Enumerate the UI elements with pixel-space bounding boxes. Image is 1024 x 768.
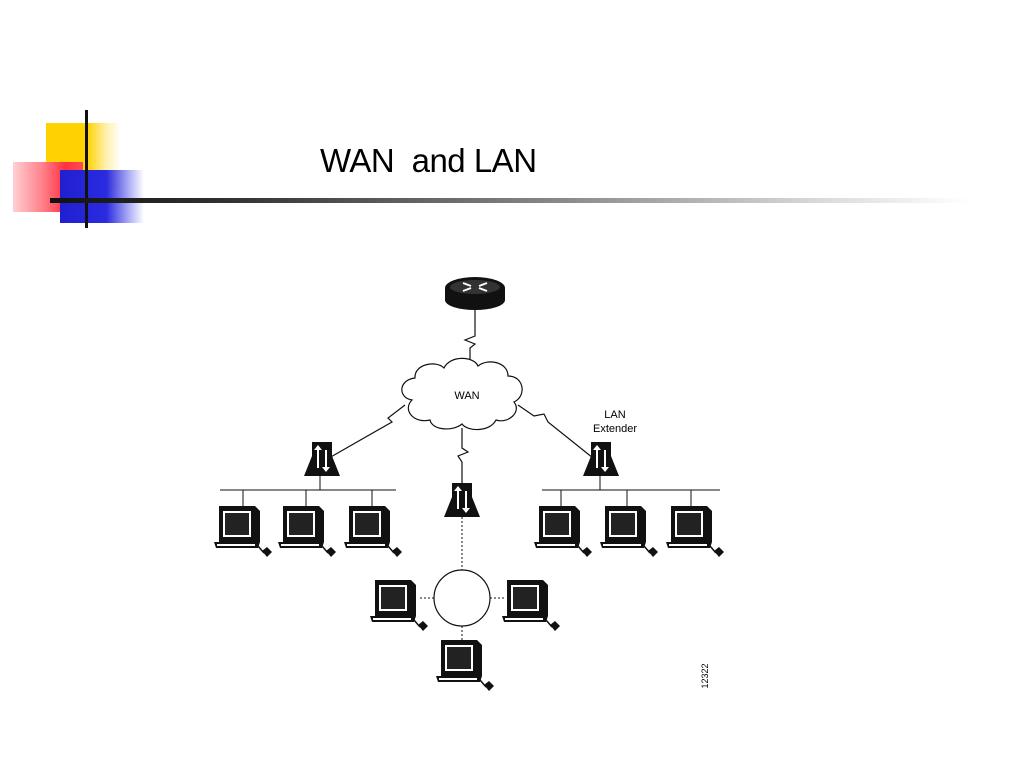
- slide-title: WAN and LAN: [320, 142, 537, 179]
- workstation-icon: [599, 505, 659, 558]
- lan-extender-label-line1: LAN: [604, 409, 625, 421]
- serial-link-router-wan: [463, 310, 477, 365]
- lan-bus-left: [220, 476, 396, 506]
- decor-blue-square: [60, 170, 144, 223]
- lan-extender-label-line2: Extender: [593, 423, 637, 435]
- serial-link-wan-right: [517, 404, 599, 463]
- ring-hub-icon: [433, 569, 491, 627]
- lan-extender-icon-center: [443, 482, 481, 518]
- workstation-icon: [665, 505, 725, 558]
- workstation-icon: [533, 505, 593, 558]
- figure-id: 12322: [700, 663, 710, 688]
- serial-link-wan-center: [457, 428, 470, 483]
- serial-link-wan-left: [321, 404, 406, 463]
- workstation-icon: [213, 505, 273, 558]
- wan-label: WAN: [454, 390, 479, 402]
- workstation-icon: [435, 639, 495, 692]
- lan-extender-icon-left: [303, 441, 341, 477]
- wan-cloud-icon: WAN: [401, 357, 523, 431]
- router-icon: [445, 277, 505, 310]
- workstation-icon: [501, 579, 561, 632]
- lan-extender-icon-right: [582, 441, 620, 477]
- workstation-icon: [343, 505, 403, 558]
- decor-vertical-line: [85, 110, 88, 228]
- lan-bus-right: [542, 476, 720, 506]
- title-underline: [50, 198, 970, 203]
- workstation-icon: [277, 505, 337, 558]
- workstation-icon: [369, 579, 429, 632]
